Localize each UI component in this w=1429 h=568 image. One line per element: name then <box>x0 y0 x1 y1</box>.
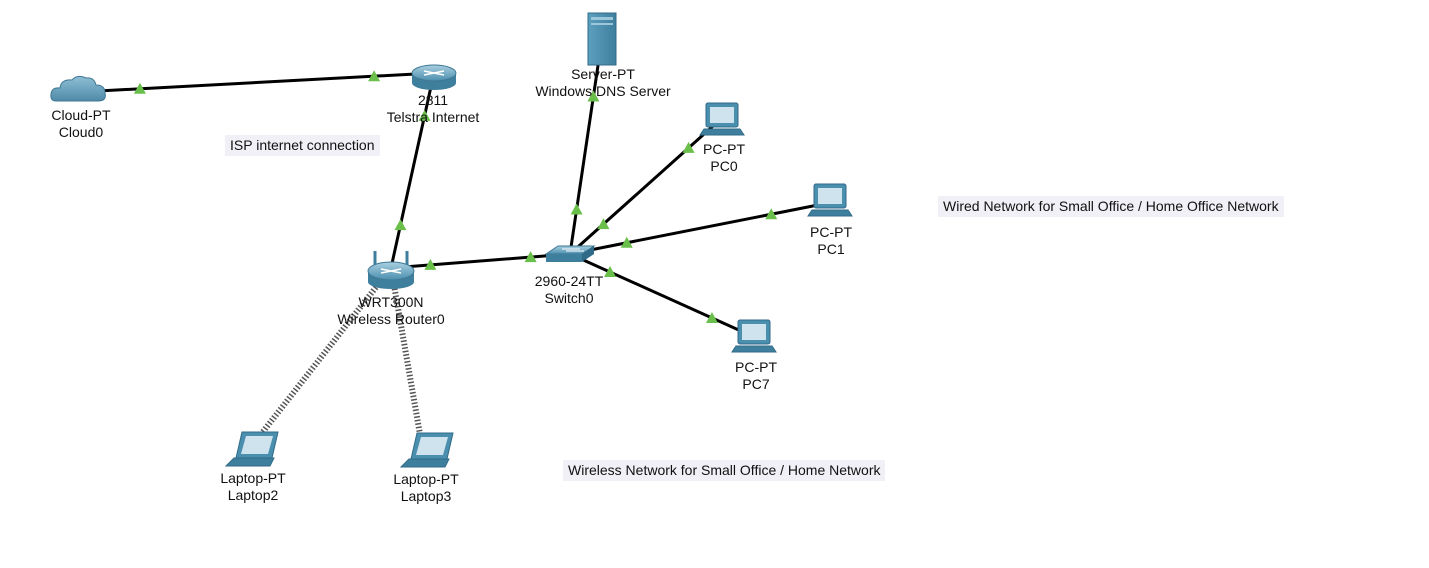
link-status-layer <box>133 70 778 323</box>
server-icon[interactable] <box>587 12 617 66</box>
device-name: Wireless Router0 <box>337 311 445 327</box>
link-up-indicator-icon <box>368 70 381 82</box>
note-isp-connection[interactable]: ISP internet connection <box>225 135 380 156</box>
link-up-indicator-icon <box>133 82 146 94</box>
device-name: Laptop3 <box>400 488 452 504</box>
link-up-indicator-icon <box>765 208 778 220</box>
device-model: Server-PT <box>571 66 635 82</box>
device-label-pc1: PC-PT PC1 <box>810 224 852 258</box>
laptop-icon[interactable] <box>224 431 279 467</box>
wireless-link[interactable] <box>255 266 394 440</box>
link-up-indicator-icon <box>418 109 431 121</box>
device-name: PC1 <box>817 241 845 257</box>
note-wireless-network[interactable]: Wireless Network for Small Office / Home… <box>563 460 886 481</box>
device-label-dns-server: Server-PT Windows DNS Server <box>535 66 670 100</box>
laptop-icon[interactable] <box>399 432 454 468</box>
device-name: Telstra Internet <box>386 109 480 125</box>
ethernet-link[interactable] <box>568 51 602 255</box>
link-up-indicator-icon <box>570 203 583 215</box>
device-model: 2960-24TT <box>534 273 604 289</box>
link-up-indicator-icon <box>394 219 407 231</box>
link-up-indicator-icon <box>620 236 633 248</box>
link-up-indicator-icon <box>604 266 617 278</box>
device-label-cloud0: Cloud-PT Cloud0 <box>51 107 110 141</box>
device-label-switch0: 2960-24TT Switch0 <box>535 273 603 307</box>
device-name: Cloud0 <box>58 124 104 140</box>
ethernet-link[interactable] <box>569 201 829 256</box>
ethernet-link[interactable] <box>568 116 724 256</box>
ethernet-link[interactable] <box>389 72 436 269</box>
pc-icon[interactable] <box>731 319 777 353</box>
router-icon[interactable] <box>411 64 457 90</box>
link-up-indicator-icon <box>587 90 600 102</box>
ethernet-link[interactable] <box>79 71 435 94</box>
switch-icon[interactable] <box>544 245 596 262</box>
device-name: Laptop2 <box>227 487 279 503</box>
device-model: WRT300N <box>358 294 424 310</box>
device-model: PC-PT <box>810 224 852 240</box>
link-up-indicator-icon <box>597 218 610 230</box>
link-up-indicator-icon <box>682 141 695 153</box>
note-wired-network[interactable]: Wired Network for Small Office / Home Of… <box>938 196 1284 217</box>
device-name: Windows DNS Server <box>535 83 671 99</box>
pc-icon[interactable] <box>807 183 853 217</box>
device-label-laptop3: Laptop-PT Laptop3 <box>393 471 458 505</box>
device-model: Laptop-PT <box>220 470 286 486</box>
device-model: PC-PT <box>735 359 777 375</box>
device-name: Switch0 <box>544 290 594 306</box>
device-label-isp-router: 2811 Telstra Internet <box>387 92 480 126</box>
device-label-pc7: PC-PT PC7 <box>735 359 777 393</box>
link-up-indicator-icon <box>424 258 437 270</box>
wireless-router-icon[interactable] <box>367 251 415 289</box>
wireless-link[interactable] <box>388 267 424 441</box>
ethernet-link[interactable] <box>390 252 571 270</box>
cloud-icon[interactable] <box>50 75 106 102</box>
device-model: 2811 <box>417 92 449 108</box>
device-name: PC7 <box>742 376 770 392</box>
device-label-wrt300n: WRT300N Wireless Router0 <box>337 294 444 328</box>
ethernet-link[interactable] <box>569 252 753 338</box>
device-name: PC0 <box>710 158 738 174</box>
device-model: Laptop-PT <box>393 471 459 487</box>
device-model: Cloud-PT <box>51 107 111 123</box>
link-up-indicator-icon <box>524 251 537 263</box>
pc-icon[interactable] <box>699 102 745 136</box>
link-up-indicator-icon <box>705 311 718 323</box>
device-model: PC-PT <box>703 141 745 157</box>
device-label-laptop2: Laptop-PT Laptop2 <box>220 470 285 504</box>
device-label-pc0: PC-PT PC0 <box>703 141 745 175</box>
